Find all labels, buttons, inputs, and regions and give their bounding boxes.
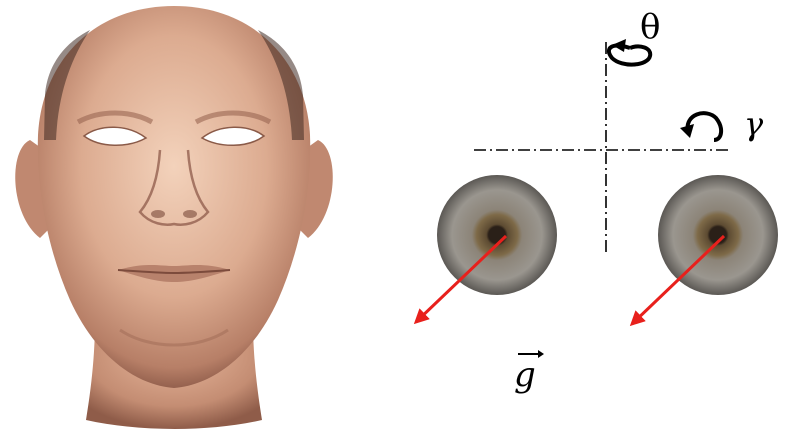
- face-3d-model: [15, 6, 333, 429]
- right-eyeball: [658, 175, 778, 295]
- gaze-vector-arrowhead: [538, 350, 544, 358]
- right-nostril: [183, 210, 197, 218]
- theta-arrowhead: [612, 39, 626, 52]
- head: [38, 6, 310, 388]
- left-eyeball: [437, 175, 557, 295]
- left-eyeball-sphere: [437, 175, 557, 295]
- gamma-arrowhead: [680, 124, 694, 138]
- left-nostril: [151, 210, 165, 218]
- gamma-label: γ: [744, 108, 763, 140]
- theta-rotation-arrow: [609, 46, 650, 65]
- right-eyeball-sphere: [658, 175, 778, 295]
- theta-label: θ: [640, 10, 660, 44]
- gaze-vector-label: g: [514, 358, 536, 392]
